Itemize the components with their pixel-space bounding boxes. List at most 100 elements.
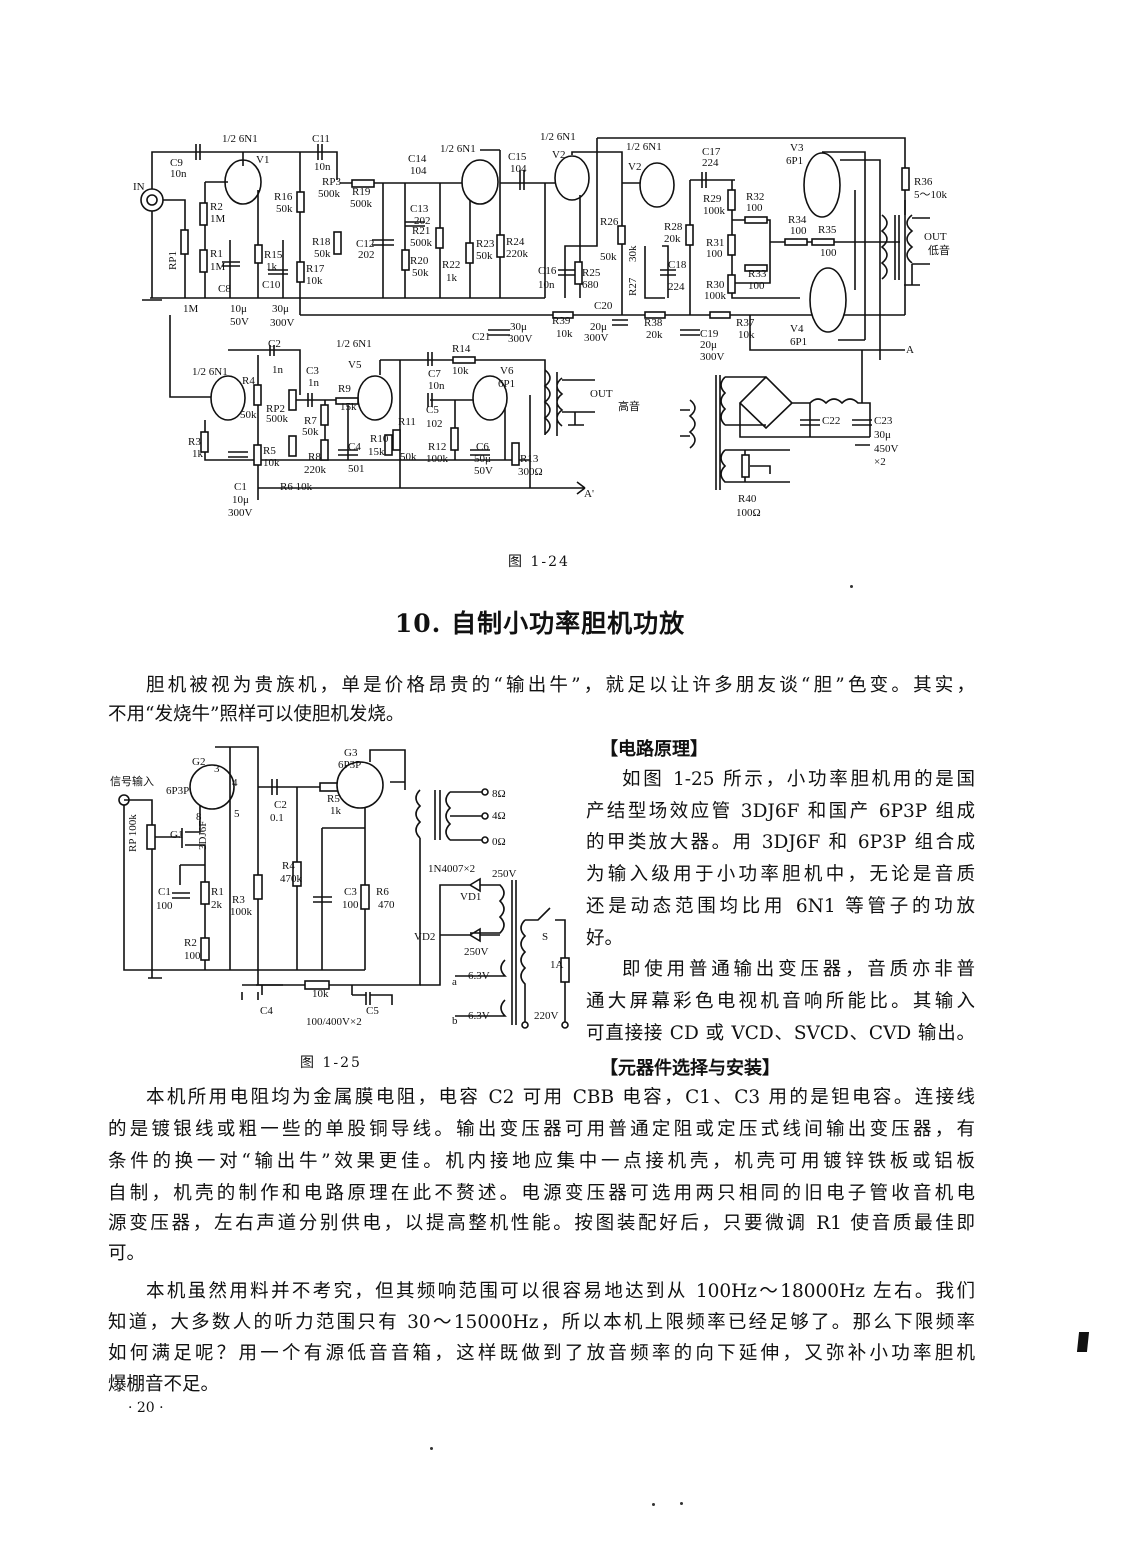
fig24-component-label: R38: [644, 317, 663, 329]
fig25-component-label: 470: [378, 899, 395, 911]
fig24-component-label: 1M: [183, 303, 199, 315]
fig24-component-label: 10k: [306, 275, 323, 287]
frequency-line: 爆棚音不足。: [108, 1374, 220, 1395]
fig24-component-label: C18: [668, 259, 687, 271]
fig24-component-label: R21: [412, 225, 430, 237]
fig25-component-label: 100: [342, 899, 359, 911]
fig24-component-label: 1M: [210, 261, 226, 273]
fig24-component-label: 202: [414, 215, 431, 227]
principle-line: 即使用普通输出变压器，音质亦非普: [622, 959, 975, 980]
fig24-component-label: 1k: [446, 272, 458, 284]
fig25-component-label: C3: [344, 886, 357, 898]
fig24-component-label: C11: [312, 133, 330, 145]
fig24-component-label: 1/2 6N1: [192, 366, 228, 378]
fig24-component-label: IN: [133, 181, 145, 193]
fig24-component-label: R33: [748, 268, 767, 280]
fig24-component-label: 224: [668, 281, 685, 293]
fig24-component-label: 10k: [263, 457, 280, 469]
fig24-component-label: 10n: [428, 380, 445, 392]
figure-1-24-schematic: [140, 137, 930, 500]
fig24-component-label: 202: [358, 249, 375, 261]
fig24-component-label: C10: [262, 279, 281, 291]
frequency-line: 本机虽然用料并不考究，但其频响范围可以很容易地达到从 100Hz～18000Hz…: [146, 1281, 975, 1302]
fig24-component-label: C23: [874, 415, 893, 427]
fig25-component-label: 250V: [492, 868, 517, 880]
fig24-component-label: R16: [274, 191, 293, 203]
fig25-component-label: 6.3V: [468, 970, 490, 982]
fig25-component-label: R5: [327, 793, 340, 805]
fig24-component-label: 10n: [314, 161, 331, 173]
fig25-component-label: 0Ω: [492, 836, 506, 848]
fig24-component-label: R20: [410, 255, 429, 267]
fig25-component-label: C4: [260, 1005, 273, 1017]
fig24-component-label: A': [584, 488, 594, 500]
fig25-component-label: G1: [170, 829, 183, 841]
figure-1-25-caption: 图 1-25: [300, 1055, 362, 1071]
fig24-component-label: C14: [408, 153, 427, 165]
fig24-component-label: R22: [442, 259, 460, 271]
fig24-component-label: 500k: [350, 198, 373, 210]
fig24-component-label: 5～10k: [914, 189, 947, 201]
components-line: 源变压器，左右声道分别供电，以提高整机性能。按图装配好后，只要微调 R1 使音质…: [108, 1213, 975, 1234]
fig24-component-label: 500k: [318, 188, 341, 200]
fig24-component-label: C1: [234, 481, 247, 493]
fig24-component-label: 100: [748, 280, 765, 292]
tube-v2b-icon: [639, 162, 675, 208]
fig24-component-label: C12: [356, 238, 374, 250]
components-line: 自制，机壳的制作和电路原理在此不赘述。电源变压器可选用两只相同的旧电子管收音机电: [108, 1183, 975, 1204]
fig24-component-label: R37: [736, 317, 755, 329]
fig24-component-label: R24: [506, 236, 525, 248]
fig24-component-label: R34: [788, 214, 807, 226]
fig24-component-label: 300V: [228, 507, 253, 519]
fig24-component-label: 50μ: [474, 453, 491, 465]
fig24-component-label: C5: [426, 404, 439, 416]
fig24-component-label: 10μ: [232, 494, 249, 506]
fig25-component-label: C5: [366, 1005, 379, 1017]
fig24-component-label: 1/2 6N1: [440, 143, 476, 155]
fig24-component-label: R35: [818, 224, 837, 236]
fig24-component-label: OUT: [924, 231, 947, 243]
fig25-component-label: 250V: [464, 946, 489, 958]
fig24-component-label: 100: [706, 248, 723, 260]
fig24-component-label: 300V: [700, 351, 725, 363]
fig24-component-label: 100k: [704, 290, 727, 302]
fig25-component-label: 100: [184, 950, 201, 962]
fig25-component-label: R3: [232, 894, 245, 906]
scan-mark: [1076, 1332, 1090, 1352]
fig25-component-label: 3DJ6F: [197, 821, 209, 850]
principle-line: 为输入级用于小功率胆机中，无论是音质: [586, 864, 975, 885]
fig24-component-label: 100: [790, 225, 807, 237]
fig24-component-label: 10μ: [230, 303, 247, 315]
fig24-component-label: RP1: [167, 251, 179, 270]
fig24-component-label: V2: [552, 149, 565, 161]
fig24-component-label: 100k: [426, 453, 449, 465]
fig24-component-label: R32: [746, 191, 764, 203]
scan-speck: [680, 1502, 683, 1505]
figure-1-25-schematic: [118, 746, 570, 1029]
fig24-component-label: R11: [398, 416, 416, 428]
fig24-component-label: C4: [348, 441, 361, 453]
components-line: 条件的换一对“输出牛”效果更佳。机内接地应集中一点接机壳，机壳可用镀锌铁板或铝板: [108, 1151, 975, 1172]
fig24-component-label: 50k: [400, 451, 417, 463]
fig24-component-label: R23: [476, 238, 495, 250]
fig24-component-label: R18: [312, 236, 331, 248]
fig24-component-label: R12: [428, 441, 446, 453]
tube-v2a-icon: [554, 155, 590, 201]
fig24-component-label: 30μ: [874, 429, 891, 441]
fig24-component-label: R2: [210, 201, 223, 213]
fig25-component-label: VD1: [460, 891, 481, 903]
fig25-component-label: 470k: [280, 873, 303, 885]
fig25-component-label: 8Ω: [492, 788, 506, 800]
fig24-component-label: R26: [600, 216, 619, 228]
fig25-component-label: C1: [158, 886, 171, 898]
fig24-component-label: 100Ω: [736, 507, 761, 519]
tube-v5-icon: [357, 375, 393, 421]
fig24-component-label: 30k: [627, 245, 639, 262]
fig24-component-label: 500k: [266, 413, 289, 425]
fig24-component-label: C13: [410, 203, 429, 215]
fig24-component-label: R3: [188, 436, 201, 448]
fig24-component-label: C16: [538, 265, 557, 277]
fig25-component-label: 6.3V: [468, 1010, 490, 1022]
tube-v6-icon: [472, 375, 508, 421]
